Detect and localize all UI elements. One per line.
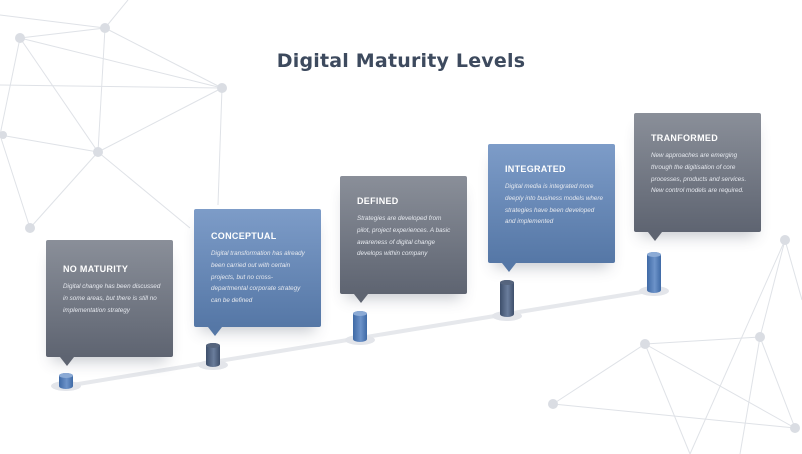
level-5-card: TRANFORMED New approaches are emerging t… bbox=[634, 113, 761, 241]
level-4-title: INTEGRATED bbox=[505, 164, 566, 174]
level-3-description: Strategies are developed from pilot, pro… bbox=[357, 215, 451, 258]
level-1-cylinder bbox=[59, 373, 73, 389]
level-2-title: CONCEPTUAL bbox=[211, 231, 277, 241]
level-5-description: New approaches are emerging through the … bbox=[651, 152, 747, 195]
level-3-title: DEFINED bbox=[357, 196, 399, 206]
level-3-cylinder bbox=[353, 311, 367, 342]
level-4-card: INTEGRATED Digital media is integrated m… bbox=[488, 144, 615, 272]
level-2-description: Digital transformation has already been … bbox=[211, 250, 305, 305]
level-1-card: NO MATURITY Digital change has been disc… bbox=[46, 240, 173, 366]
level-2-cylinder bbox=[206, 343, 220, 367]
page-title: Digital Maturity Levels bbox=[276, 50, 526, 72]
level-3-card: DEFINED Strategies are developed from pi… bbox=[340, 176, 467, 303]
level-5-cylinder bbox=[647, 252, 661, 293]
level-1-description: Digital change has been discussed in som… bbox=[63, 283, 161, 314]
level-2-card: CONCEPTUAL Digital transformation has al… bbox=[194, 209, 321, 336]
level-1-title: NO MATURITY bbox=[63, 264, 129, 274]
level-4-cylinder bbox=[500, 280, 514, 317]
level-5-title: TRANFORMED bbox=[651, 133, 718, 143]
level-4-description: Digital media is integrated more deeply … bbox=[505, 183, 604, 226]
